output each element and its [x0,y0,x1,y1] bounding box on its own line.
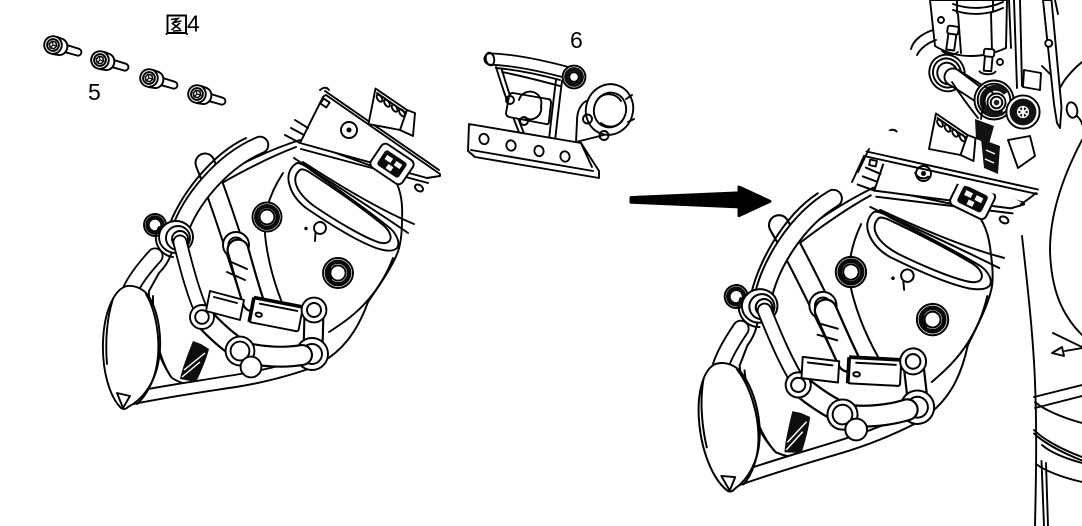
svg-text:6: 6 [570,27,583,53]
svg-text:5: 5 [88,79,101,105]
svg-text:4: 4 [187,11,200,37]
